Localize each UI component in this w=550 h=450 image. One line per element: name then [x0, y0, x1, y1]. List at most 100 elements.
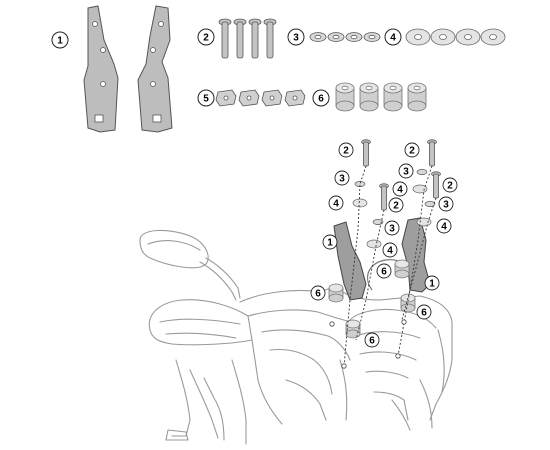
- screw-part: [263, 18, 277, 59]
- callout-number: 6: [369, 336, 375, 347]
- clip-nut-part: [261, 89, 283, 107]
- mounting-hole: [395, 353, 401, 359]
- right-bracket-hole: [150, 47, 156, 53]
- exploded-spacer: [394, 259, 410, 279]
- exploded-large-washer: [412, 184, 428, 194]
- guide-line: [355, 209, 385, 341]
- spacer-part: [335, 82, 355, 112]
- legend-number-3: 3: [293, 33, 299, 44]
- screw-set: [218, 18, 277, 59]
- legend-number-2: 2: [203, 33, 209, 44]
- exploded-callout-2c: 2: [388, 197, 404, 213]
- callout-number: 2: [343, 146, 349, 157]
- left-bracket-hole: [92, 21, 98, 27]
- installed-left-bracket: [333, 221, 367, 301]
- exploded-screws: [361, 139, 441, 211]
- mirror-stem-inner: [205, 257, 241, 299]
- legend-callout-6: 6: [312, 89, 330, 107]
- exploded-large-washers: [352, 184, 432, 249]
- exploded-small-washers: [354, 169, 436, 225]
- callout-number: 4: [387, 246, 393, 257]
- exploded-callout-1b: 1: [424, 275, 440, 291]
- legend-number-4: 4: [390, 33, 396, 44]
- callout-number: 4: [333, 199, 339, 210]
- exploded-callout-4a: 4: [328, 195, 344, 211]
- exploded-screw: [379, 183, 389, 211]
- exploded-spacer: [345, 319, 361, 339]
- right-bracket-slot: [152, 114, 162, 123]
- exploded-small-washer: [416, 169, 428, 175]
- mounting-hole: [341, 363, 347, 369]
- exploded-callout-4b: 4: [392, 181, 408, 197]
- large-washer-part: [405, 28, 431, 46]
- legend-callout-5: 5: [197, 89, 215, 107]
- motorcycle-outline: [139, 229, 453, 445]
- mounting-hole: [401, 319, 407, 325]
- spacer-part: [383, 82, 403, 112]
- left-bracket-hole: [100, 81, 106, 87]
- exploded-callout-3a: 3: [334, 170, 350, 186]
- exploded-small-washer: [424, 201, 436, 207]
- callout-number: 3: [339, 174, 345, 185]
- callout-number: 3: [389, 224, 395, 235]
- exploded-large-washer: [352, 198, 368, 208]
- clip-nut-part: [238, 89, 260, 107]
- exploded-callout-3b: 3: [398, 163, 414, 179]
- clip-nut-part: [284, 89, 306, 107]
- small-washer-part: [309, 32, 327, 42]
- legend-callout-4: 4: [384, 28, 402, 46]
- callout-number: 6: [381, 267, 387, 278]
- callout-number: 6: [421, 308, 427, 319]
- mirror-head: [139, 229, 209, 269]
- spacer-set: [335, 82, 427, 112]
- exploded-small-washer: [372, 219, 384, 225]
- callout-number: 1: [429, 279, 435, 290]
- callout-number: 4: [397, 185, 403, 196]
- large-washer-part: [430, 28, 456, 46]
- exploded-callout-6d: 6: [416, 304, 432, 320]
- clip-nut-part: [215, 89, 237, 107]
- exploded-spacer: [328, 283, 344, 303]
- legend-number-5: 5: [203, 94, 209, 105]
- right-bracket-hole: [158, 21, 164, 27]
- small-washer-part: [363, 32, 381, 42]
- legend-number-1: 1: [57, 36, 63, 47]
- exploded-screw: [361, 139, 371, 167]
- exploded-callout-6b: 6: [376, 263, 392, 279]
- screw-part: [218, 18, 232, 59]
- exploded-callout-2a: 2: [338, 142, 354, 158]
- callout-number: 6: [315, 289, 321, 300]
- callout-number: 4: [441, 222, 447, 233]
- screw-part: [248, 18, 262, 59]
- mounting-holes: [329, 319, 407, 369]
- legend-callout-3: 3: [287, 28, 305, 46]
- callout-number: 3: [443, 200, 449, 211]
- exploded-callout-6c: 6: [364, 332, 380, 348]
- legend-number-6: 6: [318, 94, 324, 105]
- legend-callout-2: 2: [197, 28, 215, 46]
- guide-line: [343, 165, 367, 367]
- left-bracket-slot: [94, 114, 104, 123]
- small-washer-part: [327, 32, 345, 42]
- exploded-spacer: [400, 293, 416, 313]
- exploded-callout-2d: 2: [442, 177, 458, 193]
- exploded-callout-4c: 4: [382, 242, 398, 258]
- spacer-part: [407, 82, 427, 112]
- callout-number: 2: [393, 201, 399, 212]
- exploded-callout-3c: 3: [384, 220, 400, 236]
- exploded-callout-2b: 2: [404, 142, 420, 158]
- assembly-guide-lines: [343, 165, 437, 367]
- small-washer-part: [345, 32, 363, 42]
- exploded-screw: [431, 171, 441, 199]
- mirror-stem: [199, 261, 237, 301]
- exploded-callout-6a: 6: [310, 285, 326, 301]
- screw-part: [233, 18, 247, 59]
- callout-number: 1: [327, 238, 333, 249]
- spacer-part: [359, 82, 379, 112]
- guide-line: [397, 165, 433, 357]
- fork-lower: [171, 359, 191, 437]
- exploded-large-washer: [366, 239, 382, 249]
- clip-nut-set: [215, 89, 306, 107]
- right-bracket-hole: [150, 81, 156, 87]
